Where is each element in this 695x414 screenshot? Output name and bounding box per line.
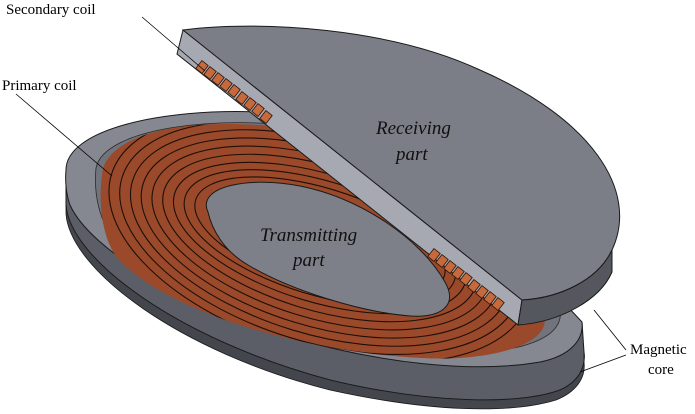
transmitting-center-core — [205, 181, 451, 317]
secondary-coil-leader — [141, 16, 206, 72]
magnetic-core-label-line1: Magnetic — [630, 342, 687, 358]
magnetic-core-leader-lower — [579, 354, 627, 373]
secondary-coil-lower — [427, 248, 505, 311]
receiving-part-label-line1: Receiving — [375, 118, 451, 139]
receiving-core — [176, 25, 621, 326]
magnetic-core-label-line2: core — [648, 362, 674, 378]
secondary-coil-label: Secondary coil — [6, 2, 96, 18]
secondary-coil-upper — [195, 60, 273, 124]
receiving-part-label-line2: part — [394, 144, 428, 165]
primary-coil-label: Primary coil — [2, 78, 77, 94]
primary-coil-leader — [15, 93, 113, 177]
transmitting-part-label-line1: Transmitting — [260, 225, 357, 246]
leader-lines — [15, 16, 627, 373]
receiving-core-rim — [517, 249, 613, 326]
transmitting-part-label-line2: part — [291, 250, 325, 271]
magnetic-core-leader-upper — [593, 309, 627, 351]
